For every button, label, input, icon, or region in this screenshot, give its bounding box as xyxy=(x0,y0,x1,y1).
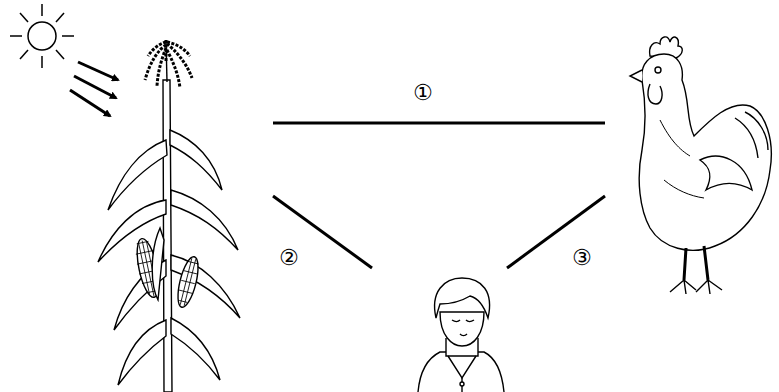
sun xyxy=(10,4,74,68)
callout-number: ② xyxy=(279,247,299,269)
person xyxy=(418,278,504,392)
sunlight-arrows xyxy=(70,62,118,116)
callout-number: ③ xyxy=(572,247,592,269)
relation-lines xyxy=(273,123,605,268)
chicken xyxy=(630,37,771,294)
corn-plant xyxy=(98,40,240,392)
callout-number: ① xyxy=(413,82,433,104)
